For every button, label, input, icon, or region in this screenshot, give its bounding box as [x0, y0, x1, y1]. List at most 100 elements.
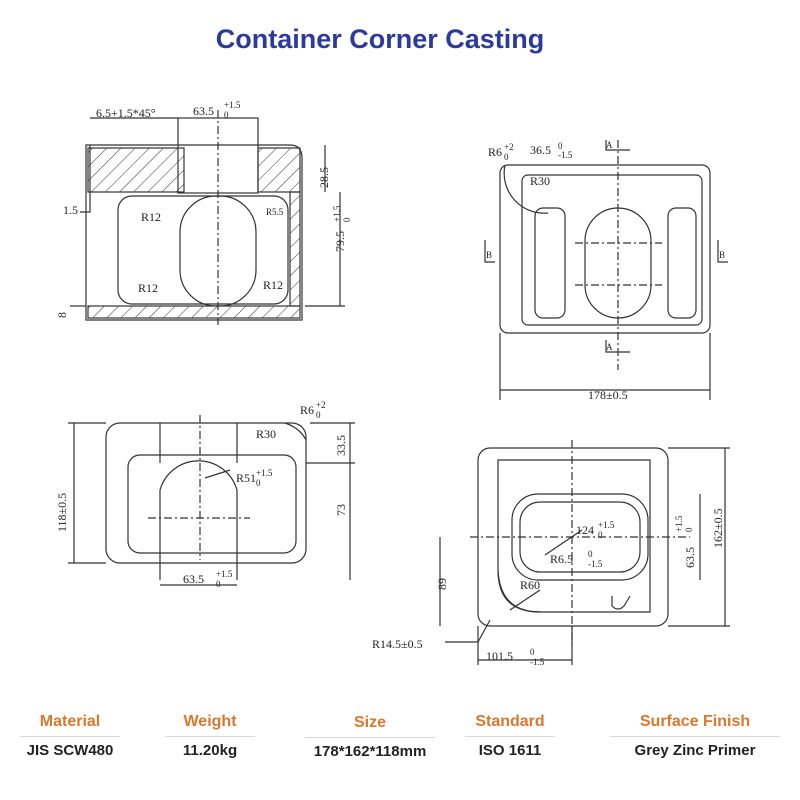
section-a-bottom: A	[606, 342, 613, 352]
dim-right-top: 33.5	[334, 435, 348, 456]
dim-inner-width-tol: +1.5	[598, 520, 615, 530]
dim-radius-tol: +2	[504, 142, 514, 152]
spec-divider	[165, 736, 255, 737]
section-marker-right	[717, 240, 728, 263]
radius-bottom: R14.5±0.5	[372, 637, 423, 651]
spec-label-standard: Standard	[475, 713, 545, 730]
dim-inner-width: 124	[576, 523, 594, 537]
dim-width-tol: 0	[558, 141, 563, 151]
radius-corner: R30	[256, 427, 276, 441]
dim-radius-sub: 0	[316, 410, 321, 420]
view-top-left	[70, 110, 345, 325]
spec-divider	[20, 736, 120, 737]
leader-left	[80, 145, 91, 213]
spec-divider	[465, 736, 555, 737]
spec-label-material: Material	[39, 713, 101, 730]
top-opening	[159, 423, 238, 463]
spec-divider	[610, 736, 780, 737]
corner-arc	[503, 164, 549, 214]
outer-outline	[105, 422, 307, 564]
section-marker-top	[605, 140, 630, 151]
dim-bottom: 101.5	[486, 649, 513, 663]
spec-value-size: 178*162*118mm	[313, 743, 427, 760]
dim-inner-height-sub: 0	[684, 527, 694, 532]
radius-bottom-right: R12	[263, 278, 283, 292]
dim-right-main: 79.5	[333, 231, 347, 252]
section-marker-left	[484, 240, 495, 263]
section-b-right: B	[719, 250, 725, 260]
spec-divider	[305, 737, 435, 738]
dim-radius-tol: +2	[316, 400, 326, 410]
dim-bottom-sub: -1.5	[530, 657, 545, 667]
section-a-top: A	[606, 140, 613, 150]
section-marker-bottom	[605, 340, 630, 353]
spec-label-size: Size	[353, 714, 386, 731]
section-b-left: B	[486, 250, 492, 260]
inner-slot	[159, 460, 238, 580]
dim-right-top: 28.5	[317, 167, 331, 188]
dim-bottom: 8	[55, 312, 69, 318]
page-title: Container Corner Casting	[215, 24, 545, 54]
hatch-top-left	[87, 147, 185, 193]
dim-bottom-tol: +1.5	[216, 569, 233, 579]
dim-top-tol: +1.5	[224, 100, 241, 110]
dim-height: 162±0.5	[711, 508, 725, 548]
dim-chamfer: 6.5+1.5*45°	[96, 106, 156, 120]
radius-top-left: R12	[141, 210, 161, 224]
radius-slot-tol: 0	[588, 549, 593, 559]
spec-value-material: JIS SCW480	[26, 742, 114, 759]
spec-label-weight: Weight	[183, 713, 237, 730]
dim-left: 89	[435, 578, 449, 590]
radius-corner: R30	[530, 174, 550, 188]
dim-inner-width-sub: 0	[598, 530, 603, 540]
inner-outline	[127, 454, 297, 554]
leader-r60	[509, 589, 541, 611]
view-top-right	[484, 140, 728, 400]
radius-bottom-left: R12	[138, 281, 158, 295]
radius-slot-sub: -1.5	[588, 559, 603, 569]
dim-inner-height: 63.5	[683, 547, 697, 568]
spec-value-surface-finish: Grey Zinc Primer	[634, 742, 756, 759]
dim-bottom: 63.5	[183, 572, 204, 586]
leader-r6	[544, 529, 583, 556]
view-bottom-right	[439, 440, 730, 665]
radius-top-right: R5.5	[266, 207, 284, 217]
dim-bottom-tol: 0	[530, 647, 535, 657]
dim-top-sub: 0	[224, 110, 229, 120]
spec-label-surface-finish: Surface Finish	[639, 713, 751, 730]
left-pocket	[534, 207, 566, 319]
hatch-right-wall	[289, 191, 301, 307]
dim-height: 118±0.5	[55, 493, 69, 532]
spec-value-standard: ISO 1611	[478, 742, 542, 759]
dim-left: 1.5	[63, 203, 78, 217]
radius-inner: R51	[236, 471, 256, 485]
hatch-top-right	[257, 147, 301, 193]
right-pocket	[667, 207, 697, 319]
view-bottom-left	[68, 415, 355, 586]
dim-radius-sub: 0	[504, 152, 509, 162]
outer-slot	[511, 493, 649, 581]
leader-r51	[204, 469, 231, 479]
leader-r14	[445, 619, 491, 643]
corner-arc-r60	[497, 569, 541, 613]
radius-slot: R6.5	[550, 552, 573, 566]
dim-bottom-sub: 0	[216, 579, 221, 589]
radius-corner: R60	[520, 578, 540, 592]
radius-inner-sub: 0	[256, 478, 261, 488]
hatch-bottom	[87, 305, 301, 319]
notch-bottom	[611, 595, 631, 610]
spec-value-weight: 11.20kg	[182, 742, 238, 759]
technical-drawing: 6.5+1.5*45° 63.5 +1.5 0 28.5 79.5 +1.5 0…	[55, 100, 730, 667]
dim-right-sub: 0	[342, 217, 352, 222]
outer-outline	[499, 164, 711, 334]
corner-arc	[284, 422, 307, 441]
dim-bottom: 178±0.5	[588, 388, 628, 402]
dim-width: 36.5	[530, 143, 551, 157]
dim-right-bottom: 73	[334, 504, 348, 516]
dim-inner-height-tol: +1.5	[674, 515, 684, 532]
radius-inner-tol: +1.5	[256, 468, 273, 478]
dim-radius: R6	[488, 145, 502, 159]
dim-right-tol: +1.5	[332, 205, 342, 222]
dim-width-sub: -1.5	[558, 150, 573, 160]
inner-outline	[521, 174, 703, 326]
